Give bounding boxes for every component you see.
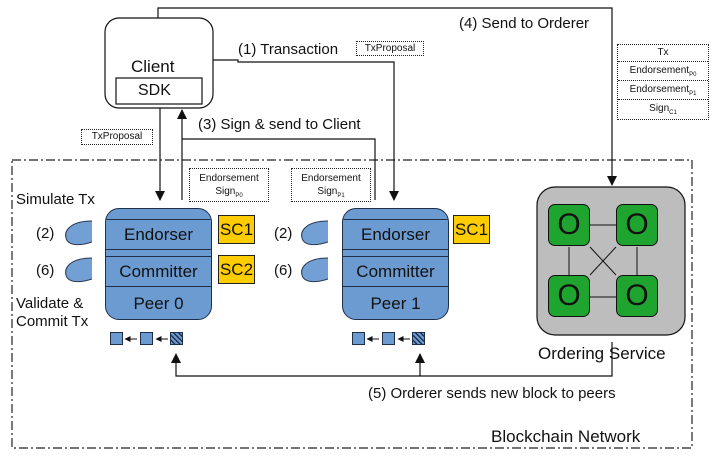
- ordering-service-label: Ordering Service: [538, 344, 666, 363]
- line-peer1-response: [182, 138, 376, 200]
- endorsement-p1-tag: Endorsement SignP1: [291, 168, 371, 202]
- bundle-tx: Tx: [618, 45, 708, 62]
- commit-tx-label: Commit Tx: [16, 313, 89, 330]
- orderer-node: O: [616, 204, 658, 246]
- bundle-endorsement-p1: EndorsementP1: [618, 81, 708, 100]
- smart-contract-sc2: SC2: [218, 255, 255, 284]
- curved-arrow-icon: [301, 257, 329, 283]
- step-6-label: (6): [36, 262, 55, 279]
- step-6-label: (6): [274, 262, 293, 279]
- endorser-row: Endorser: [106, 219, 211, 250]
- smart-contract-sc1: SC1: [453, 215, 490, 244]
- peer-1: Endorser Committer Peer 1: [342, 208, 449, 320]
- arrow-transaction-to-peer1: [213, 59, 399, 201]
- peer-name: Peer 1: [370, 294, 421, 313]
- bundle-endorsement-p0: EndorsementP0: [618, 62, 708, 81]
- step-3-label: (3) Sign & send to Client: [198, 116, 361, 133]
- transaction-bundle: Tx EndorsementP0 EndorsementP1 SignC1: [617, 44, 709, 120]
- step-2-label: (2): [36, 225, 55, 242]
- tx-proposal-tag: TxProposal: [81, 129, 153, 145]
- committer-row: Committer: [106, 256, 211, 287]
- endorsement-label: Endorsement: [199, 173, 259, 184]
- curved-arrow-icon: [65, 257, 93, 283]
- sdk-box: [115, 77, 203, 105]
- sdk-label: SDK: [138, 82, 171, 99]
- curved-arrow-icon: [65, 220, 93, 246]
- arrow-send-to-orderer: [157, 7, 617, 186]
- endorsement-p0-tag: Endorsement SignP0: [189, 168, 269, 202]
- sign-label: SignP1: [317, 186, 345, 199]
- bundle-sign-c1: SignC1: [649, 103, 677, 116]
- blockchain-network-label: Blockchain Network: [491, 427, 641, 446]
- orderer-node: O: [616, 275, 658, 317]
- ledger-block: [352, 332, 365, 345]
- ledger-block-new: [170, 332, 183, 345]
- ledger-block: [110, 332, 123, 345]
- ledger-block: [140, 332, 153, 345]
- step-2-label: (2): [274, 225, 293, 242]
- step-1-label: (1) Transaction: [238, 41, 339, 58]
- ordering-link: [589, 246, 617, 276]
- validate-label: Validate &: [16, 295, 84, 312]
- arrow-orderer-to-peer0: [171, 342, 613, 377]
- network-boundary: [11, 159, 693, 449]
- ledger-block: [382, 332, 395, 345]
- simulate-tx-label: Simulate Tx: [16, 191, 95, 208]
- client-title: Client: [131, 57, 175, 76]
- ledger-block-new: [412, 332, 425, 345]
- step-4-label: (4) Send to Orderer: [459, 15, 590, 32]
- endorsement-label: Endorsement: [301, 173, 361, 184]
- step-5-label: (5) Orderer sends new block to peers: [368, 385, 616, 402]
- orderer-node: O: [548, 275, 590, 317]
- peer-name: Peer 0: [133, 294, 184, 313]
- endorser-row: Endorser: [343, 219, 448, 250]
- curved-arrow-icon: [301, 220, 329, 246]
- sign-label: SignP0: [215, 186, 243, 199]
- peer-0: Endorser Committer Peer 0: [105, 208, 212, 320]
- smart-contract-sc1: SC1: [218, 215, 255, 244]
- tx-proposal-tag: TxProposal: [356, 41, 424, 56]
- orderer-node: O: [548, 204, 590, 246]
- committer-row: Committer: [343, 256, 448, 287]
